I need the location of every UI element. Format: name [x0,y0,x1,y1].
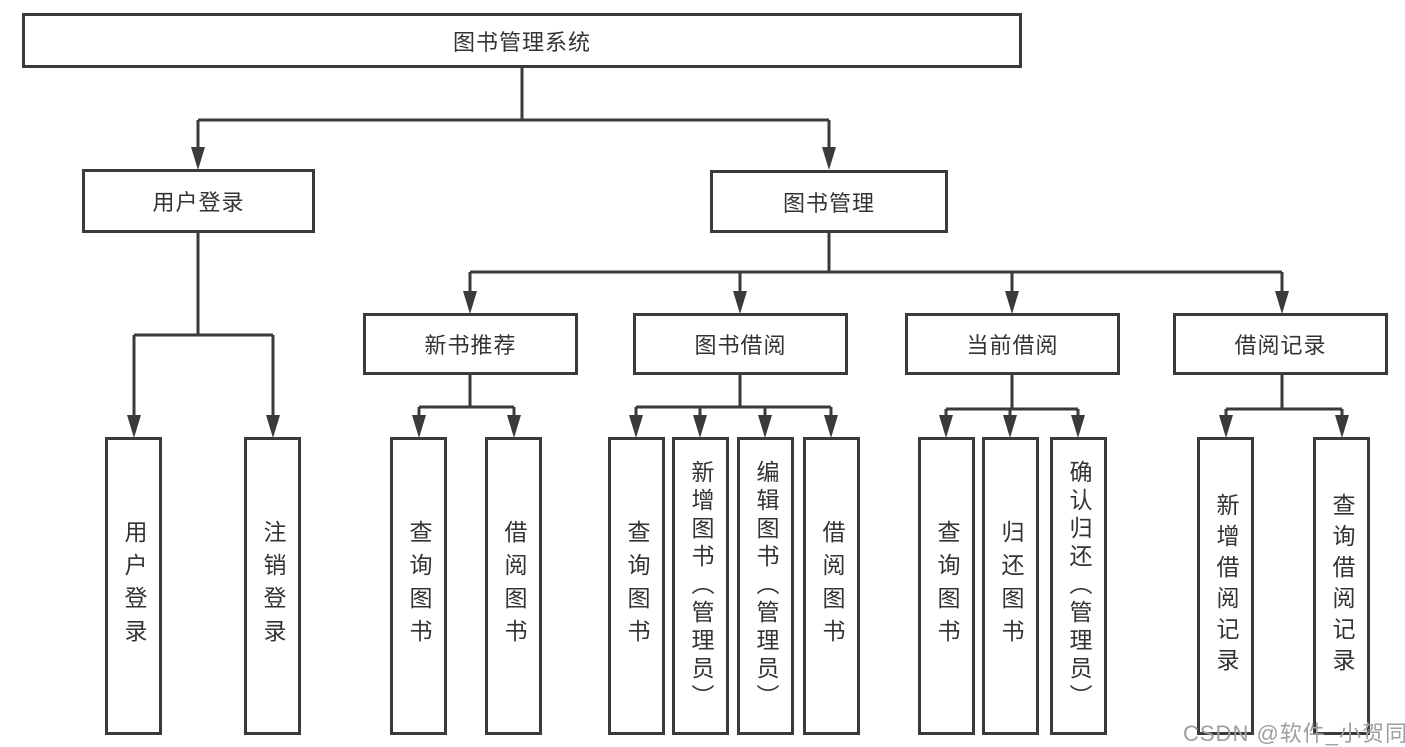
node-label: 图书管理 [782,190,875,216]
leaf-label: 借阅图书 [501,520,527,652]
leaf-user-login: 用户登录 [105,437,162,735]
leaf-label: 新增图书（管理员） [688,460,714,712]
leaf-confirm-return-admin: 确认归还（管理员） [1050,437,1107,735]
leaf-label: 确认归还（管理员） [1066,460,1092,712]
leaf-label: 编辑图书（管理员） [753,460,779,712]
node-book-management: 图书管理 [710,170,948,233]
leaf-label: 新增借阅记录 [1213,493,1239,679]
leaf-edit-books-admin: 编辑图书（管理员） [737,437,794,735]
node-label: 当前借阅 [966,333,1059,358]
leaf-label: 查询图书 [406,520,432,652]
leaf-query-books-recommend: 查询图书 [390,437,447,735]
leaf-label: 用户登录 [121,520,147,652]
leaf-label: 查询图书 [624,520,650,652]
leaf-query-books-current: 查询图书 [918,437,975,735]
node-library-management-system: 图书管理系统 [22,13,1022,68]
node-current-borrowing: 当前借阅 [905,313,1120,375]
node-label: 借阅记录 [1234,333,1327,358]
leaf-borrow-books-borrowing: 借阅图书 [803,437,860,735]
leaf-query-books-borrowing: 查询图书 [608,437,665,735]
leaf-query-borrow-record: 查询借阅记录 [1313,437,1370,735]
leaf-add-books-admin: 新增图书（管理员） [672,437,729,735]
leaf-label: 归还图书 [998,520,1024,652]
leaf-borrow-books-recommend: 借阅图书 [485,437,542,735]
leaf-logout: 注销登录 [244,437,301,735]
leaf-label: 查询借阅记录 [1329,493,1355,679]
csdn-watermark: CSDN @软件_小贺同学 [1183,721,1405,746]
node-borrowing-records: 借阅记录 [1173,313,1388,375]
leaf-label: 注销登录 [260,520,286,652]
leaf-label: 借阅图书 [819,520,845,652]
node-label: 新书推荐 [424,333,517,358]
node-label: 图书管理系统 [452,29,591,55]
node-user-login: 用户登录 [82,169,315,233]
leaf-label: 查询图书 [934,520,960,652]
node-book-borrowing: 图书借阅 [633,313,848,375]
node-new-book-recommendation: 新书推荐 [363,313,578,375]
leaf-add-borrow-record: 新增借阅记录 [1197,437,1254,735]
node-label: 图书借阅 [694,333,787,358]
leaf-return-books: 归还图书 [982,437,1039,735]
node-label: 用户登录 [152,190,245,215]
